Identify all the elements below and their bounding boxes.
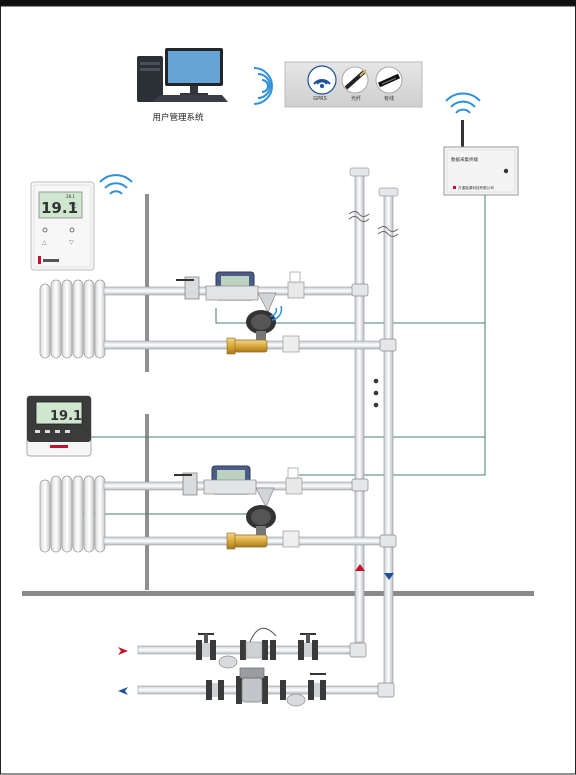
- svg-text:▽: ▽: [69, 239, 74, 246]
- supply-flow-arrow-up: [355, 564, 365, 571]
- signal-wiring: [75, 195, 486, 515]
- radiator-1: [39, 279, 106, 359]
- gprs-icon: [307, 65, 337, 95]
- return-flow-arrow-down: [384, 573, 394, 580]
- computer-label: 用户管理系统: [152, 112, 204, 123]
- main-return-valve-group: [206, 667, 395, 707]
- svg-text:△: △: [42, 239, 47, 246]
- return-tee-1: [379, 338, 397, 352]
- supply-riser: [348, 167, 370, 643]
- wifi-icon: [269, 305, 283, 321]
- data-concentrator-box: [443, 146, 519, 196]
- outer-frame: [0, 5, 576, 775]
- supply-inlet-arrow: [118, 647, 128, 655]
- concentrator-brand: 万重能源科技有限公司: [458, 185, 494, 190]
- radiator-2: [39, 475, 106, 553]
- comm-label-fiber: 光纤: [351, 95, 361, 102]
- computer-icon: [137, 48, 228, 102]
- wifi-icon: [253, 67, 273, 105]
- control-valve-1: [226, 310, 300, 355]
- supply-tee-1: [351, 283, 369, 297]
- comm-label-wired: 有线: [384, 95, 394, 102]
- comm-label-gprs: GPRS: [313, 96, 327, 102]
- thermostat-2-reading: 19.1: [50, 409, 82, 424]
- antenna: [461, 120, 464, 148]
- control-valve-2: [226, 505, 300, 550]
- continuation-dots: [373, 378, 379, 408]
- wifi-icon: [99, 174, 133, 195]
- heat-meter-2: [174, 465, 303, 508]
- thermostat-1-reading: 19.1: [41, 199, 78, 217]
- return-riser: [377, 187, 399, 685]
- wall-lower: [145, 414, 149, 590]
- supply-tee-2: [351, 478, 369, 492]
- thermostat-1-small-reading: 28.1: [66, 194, 75, 199]
- comm-options-panel: GPRS 光纤 有线: [284, 61, 423, 108]
- heat-meter-1: [176, 271, 305, 313]
- top-border: [0, 0, 576, 6]
- room-thermostat-1: △ ▽: [30, 181, 95, 271]
- wifi-icon: [445, 92, 481, 114]
- concentrator-title: 数据采集终端: [451, 156, 478, 163]
- wired-cable-icon: [375, 66, 403, 94]
- thermostat-1-unit: ℃: [70, 203, 77, 210]
- fiber-optic-icon: [341, 66, 369, 94]
- main-supply-valve-group: [196, 627, 367, 669]
- return-tee-2: [379, 534, 397, 548]
- floor-line: [22, 591, 534, 596]
- room-thermostat-2: [26, 395, 92, 457]
- return-outlet-arrow: [118, 687, 128, 695]
- wall-upper: [145, 194, 149, 372]
